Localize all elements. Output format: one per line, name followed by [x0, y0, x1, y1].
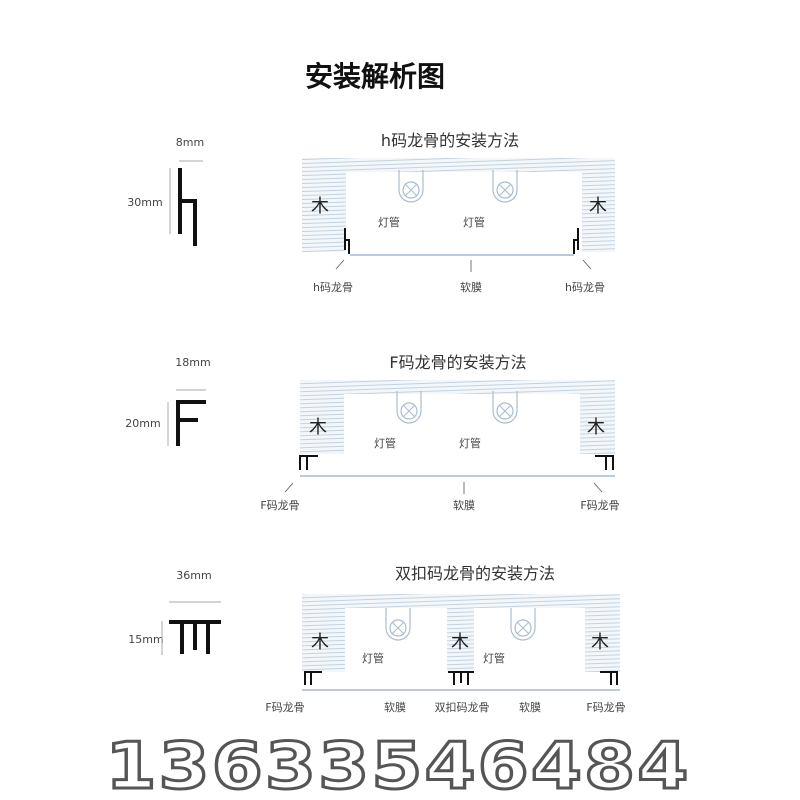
wood-label: 木: [589, 196, 607, 217]
profile-label: F码龙骨: [586, 701, 625, 714]
height-dimension: 15mm: [128, 633, 163, 646]
lamp-icon: [492, 390, 518, 424]
width-dimension: 36mm: [176, 569, 211, 582]
wood-label: 木: [591, 632, 609, 653]
ceiling: [302, 594, 620, 608]
f-profile-right: [595, 455, 614, 470]
profile-label: 双扣码龙骨: [435, 700, 490, 714]
profile-label: F码龙骨: [265, 701, 304, 714]
section-title: h码龙骨的安装方法: [381, 131, 519, 150]
lamp-icon: [385, 607, 411, 641]
ceiling: [300, 380, 615, 394]
height-dimension: 20mm: [125, 417, 160, 430]
f-profile-left: [299, 455, 318, 470]
double-buckle-profile-shape: [169, 620, 221, 654]
section-title: F码龙骨的安装方法: [389, 353, 526, 372]
wood-block: [447, 606, 474, 672]
height-dimension: 30mm: [127, 196, 162, 209]
section-f-profile: F码龙骨的安装方法 18mm 20mm 木 木 灯管 灯管 F码龙骨 软膜 F码…: [125, 353, 619, 512]
f-profile-right: [600, 671, 618, 685]
wood-block: [300, 392, 344, 454]
lamp-label: 灯管: [374, 436, 396, 450]
wood-label: 木: [311, 196, 329, 217]
section-double-buckle-profile: 双扣码龙骨的安装方法 36mm 15mm 木 木 木 灯管 灯管 F码龙骨 软膜…: [128, 564, 625, 714]
lamp-label: 灯管: [459, 436, 481, 450]
wood-block: [582, 170, 615, 252]
profile-label: h码龙骨: [313, 281, 353, 294]
page-title: 安装解析图: [305, 60, 445, 93]
h-profile-shape: [178, 168, 197, 246]
wood-label: 木: [451, 632, 469, 653]
f-profile-shape: [176, 400, 206, 446]
membrane-label: 软膜: [384, 700, 406, 714]
ceiling: [302, 158, 615, 172]
lamp-icon: [398, 169, 424, 203]
wood-block: [302, 606, 345, 672]
wood-block: [302, 170, 346, 252]
profile-label: h码龙骨: [565, 281, 605, 294]
lamp-icon: [510, 607, 536, 641]
wood-label: 木: [309, 417, 327, 438]
membrane-label: 软膜: [453, 498, 475, 512]
lamp-icon: [492, 169, 518, 203]
pointer-arrow: [335, 259, 345, 270]
width-dimension: 18mm: [175, 356, 210, 369]
profile-label: F码龙骨: [260, 499, 299, 512]
profile-label: F码龙骨: [580, 499, 619, 512]
lamp-label: 灯管: [483, 651, 505, 665]
membrane-label: 软膜: [519, 700, 541, 714]
membrane-label: 软膜: [460, 280, 482, 294]
phone-watermark: 13633546484: [106, 730, 691, 800]
lamp-label: 灯管: [378, 215, 400, 229]
pointer-arrow: [284, 482, 294, 493]
lamp-icon: [396, 390, 422, 424]
pointer-arrow: [593, 482, 603, 493]
wood-block: [585, 606, 620, 672]
section-h-profile: h码龙骨的安装方法 8mm 30mm 木 木 灯管 灯管 h码龙骨 软膜 h码龙…: [127, 131, 615, 294]
double-buckle-profile-middle: [448, 671, 474, 685]
f-profile-left: [304, 671, 322, 685]
h-profile-left: [344, 228, 350, 254]
wood-block: [580, 392, 615, 454]
h-profile-right: [573, 228, 579, 254]
wood-label: 木: [587, 417, 605, 438]
section-title: 双扣码龙骨的安装方法: [395, 564, 555, 583]
pointer-arrow: [582, 259, 592, 270]
wood-label: 木: [311, 632, 329, 653]
lamp-label: 灯管: [463, 215, 485, 229]
lamp-label: 灯管: [362, 651, 384, 665]
width-dimension: 8mm: [176, 136, 204, 149]
